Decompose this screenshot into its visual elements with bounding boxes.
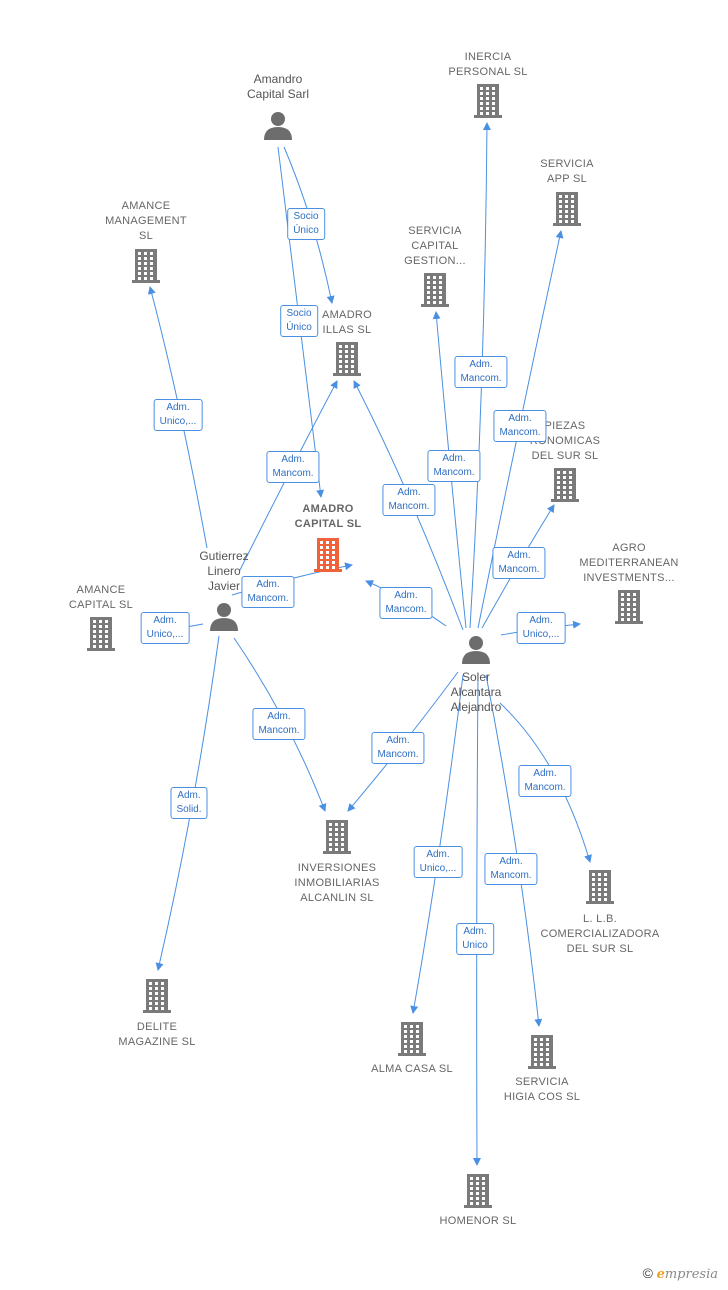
main-company-building-icon-amadro_capital[interactable] bbox=[314, 538, 342, 572]
empresia-logo[interactable]: © empresia bbox=[643, 1265, 718, 1282]
building-icon-amadro_villas[interactable] bbox=[333, 342, 361, 376]
building-icon-agro[interactable] bbox=[615, 590, 643, 624]
edge-label-gutierrez-to-amadro_villas[interactable]: Adm. Mancom. bbox=[266, 451, 320, 483]
node-label-soler[interactable]: Soler Alcantara Alejandro bbox=[450, 670, 502, 714]
edge-label-soler-to-inercia[interactable]: Adm. Mancom. bbox=[454, 356, 508, 388]
logo-e: e bbox=[656, 1267, 665, 1282]
edge-label-soler-to-limpiezas[interactable]: Adm. Mancom. bbox=[492, 547, 546, 579]
edge-label-gutierrez-to-delite[interactable]: Adm. Solid. bbox=[170, 787, 208, 819]
node-label-alma[interactable]: ALMA CASA SL bbox=[371, 1063, 453, 1075]
edge-label-gutierrez-to-amance_cap[interactable]: Adm. Unico,... bbox=[140, 612, 190, 644]
edges-layer bbox=[146, 122, 592, 1166]
edge-label-soler-to-agro[interactable]: Adm. Unico,... bbox=[516, 612, 566, 644]
edge-soler-to-alma bbox=[410, 674, 464, 1014]
edge-soler-to-homenor bbox=[472, 674, 481, 1166]
node-label-agro[interactable]: AGRO MEDITERRANEAN INVESTMENTS... bbox=[579, 542, 679, 584]
copyright-symbol: © bbox=[642, 1265, 653, 1281]
edge-label-soler-to-llb[interactable]: Adm. Mancom. bbox=[518, 765, 572, 797]
node-label-delite[interactable]: DELITE MAGAZINE SL bbox=[118, 1021, 196, 1048]
building-icon-inversiones[interactable] bbox=[323, 820, 351, 854]
node-label-amadro_villas[interactable]: AMADRO ILLAS SL bbox=[321, 309, 373, 336]
edge-label-soler-to-higia[interactable]: Adm. Mancom. bbox=[484, 853, 538, 885]
node-label-inversiones[interactable]: INVERSIONES INMOBILIARIAS ALCANLIN SL bbox=[294, 862, 380, 904]
building-icon-inercia[interactable] bbox=[474, 84, 502, 118]
edge-label-soler-to-alma[interactable]: Adm. Unico,... bbox=[413, 846, 463, 878]
edge-label-gutierrez-to-amadro_capital[interactable]: Adm. Mancom. bbox=[241, 576, 295, 608]
building-icon-servicia_cap[interactable] bbox=[421, 273, 449, 307]
edge-label-soler-to-homenor[interactable]: Adm. Unico bbox=[456, 923, 494, 955]
edge-label-soler-to-inversiones[interactable]: Adm. Mancom. bbox=[371, 732, 425, 764]
node-label-amandro_sarl[interactable]: Amandro Capital Sarl bbox=[246, 72, 310, 101]
person-icon-soler[interactable] bbox=[462, 636, 490, 664]
edge-label-amandro_sarl-to-amadro_capital[interactable]: Socio Único bbox=[280, 305, 318, 337]
edge-label-soler-to-amadro_villas[interactable]: Adm. Mancom. bbox=[382, 484, 436, 516]
edge-label-gutierrez-to-amance_mgmt[interactable]: Adm. Unico,... bbox=[153, 399, 203, 431]
node-label-gutierrez[interactable]: Gutierrez Linero Javier bbox=[199, 549, 249, 593]
node-label-inercia[interactable]: INERCIA PERSONAL SL bbox=[448, 51, 528, 78]
node-label-amadro_capital[interactable]: AMADRO CAPITAL SL bbox=[294, 503, 362, 530]
icons-layer bbox=[87, 84, 643, 1208]
building-icon-servicia_app[interactable] bbox=[553, 192, 581, 226]
person-icon-amandro_sarl[interactable] bbox=[264, 112, 292, 140]
edge-label-soler-to-servicia_cap[interactable]: Adm. Mancom. bbox=[427, 450, 481, 482]
building-icon-amance_cap[interactable] bbox=[87, 617, 115, 651]
node-label-limpiezas[interactable]: PIEZAS RONOMICAS DEL SUR SL bbox=[529, 420, 601, 462]
edge-label-soler-to-servicia_app[interactable]: Adm. Mancom. bbox=[493, 410, 547, 442]
building-icon-llb[interactable] bbox=[586, 870, 614, 904]
node-label-amance_mgmt[interactable]: AMANCE MANAGEMENT SL bbox=[105, 200, 187, 242]
edge-label-soler-to-amadro_capital[interactable]: Adm. Mancom. bbox=[379, 587, 433, 619]
node-label-homenor[interactable]: HOMENOR SL bbox=[439, 1215, 517, 1227]
node-label-llb[interactable]: L. L.B. COMERCIALIZADORA DEL SUR SL bbox=[540, 913, 660, 955]
building-icon-higia[interactable] bbox=[528, 1035, 556, 1069]
person-icon-gutierrez[interactable] bbox=[210, 603, 238, 631]
node-label-servicia_app[interactable]: SERVICIA APP SL bbox=[540, 158, 594, 185]
edge-label-amandro_sarl-to-amadro_villas[interactable]: Socio Único bbox=[287, 208, 325, 240]
building-icon-limpiezas[interactable] bbox=[551, 468, 579, 502]
logo-text: mpresia bbox=[664, 1267, 718, 1282]
edge-label-gutierrez-to-inversiones[interactable]: Adm. Mancom. bbox=[252, 708, 306, 740]
node-label-amance_cap[interactable]: AMANCE CAPITAL SL bbox=[68, 584, 134, 611]
building-icon-delite[interactable] bbox=[143, 979, 171, 1013]
building-icon-homenor[interactable] bbox=[464, 1174, 492, 1208]
node-label-higia[interactable]: SERVICIA HIGIA COS SL bbox=[503, 1076, 581, 1103]
node-label-servicia_cap[interactable]: SERVICIA CAPITAL GESTION... bbox=[404, 225, 466, 267]
edge-soler-to-higia bbox=[485, 674, 543, 1027]
building-icon-amance_mgmt[interactable] bbox=[132, 249, 160, 283]
building-icon-alma[interactable] bbox=[398, 1022, 426, 1056]
